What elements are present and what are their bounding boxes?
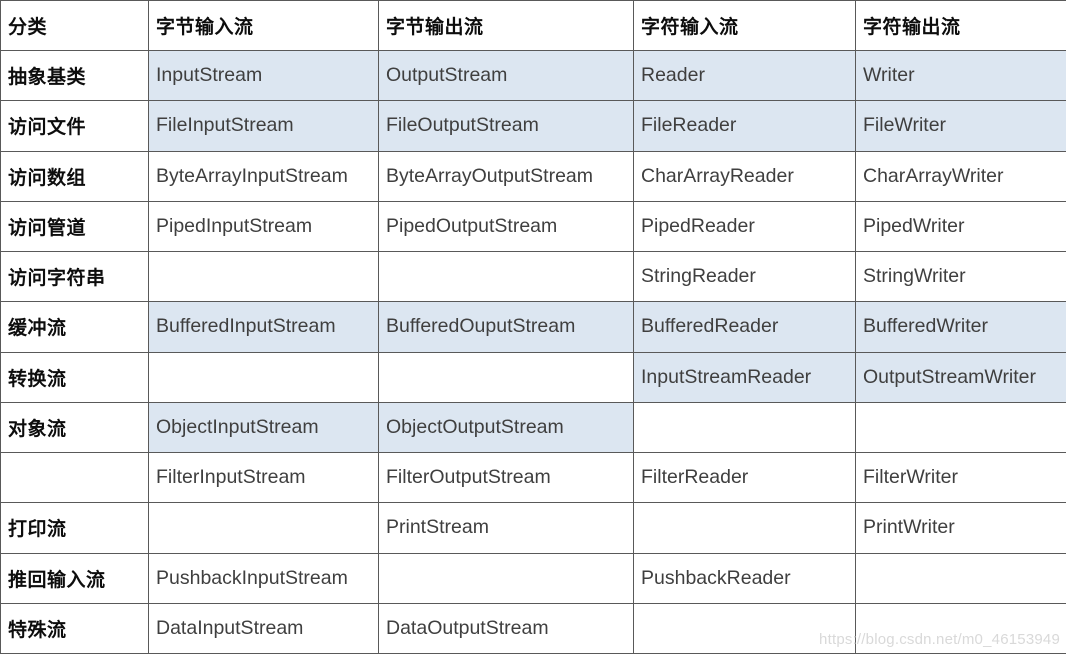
table-header: 分类 字节输入流 字节输出流 字符输入流 字符输出流 bbox=[0, 0, 1066, 51]
table-cell: FileInputStream bbox=[148, 100, 379, 152]
table-cell: ObjectOutputStream bbox=[378, 401, 634, 454]
table-cell: ObjectInputStream bbox=[148, 401, 379, 454]
row-category-cell: 转换流 bbox=[0, 351, 149, 403]
table-cell: FileWriter bbox=[855, 100, 1066, 152]
row-category-cell: 访问管道 bbox=[0, 200, 149, 253]
row-category-cell: 打印流 bbox=[0, 502, 149, 554]
table-cell: FilterInputStream bbox=[148, 451, 379, 504]
column-header-byte-output: 字节输出流 bbox=[378, 0, 634, 51]
table-cell: ByteArrayOutputStream bbox=[378, 150, 634, 202]
table-cell bbox=[855, 552, 1066, 604]
table-cell: Reader bbox=[633, 49, 856, 102]
table-cell: OutputStream bbox=[378, 49, 634, 102]
table-cell: OutputStreamWriter bbox=[855, 351, 1066, 403]
row-category-cell: 访问文件 bbox=[0, 100, 149, 152]
table-cell: CharArrayWriter bbox=[855, 150, 1066, 202]
table-cell: PipedOutputStream bbox=[378, 200, 634, 253]
table-cell: BufferedWriter bbox=[855, 301, 1066, 353]
row-category-cell bbox=[0, 451, 149, 504]
row-category-cell: 抽象基类 bbox=[0, 49, 149, 102]
table-cell bbox=[633, 401, 856, 454]
table-cell: PipedReader bbox=[633, 200, 856, 253]
table-cell: Writer bbox=[855, 49, 1066, 102]
table-cell: DataOutputStream bbox=[378, 602, 634, 654]
table-cell bbox=[148, 351, 379, 403]
table-cell: InputStream bbox=[148, 49, 379, 102]
table-cell: CharArrayReader bbox=[633, 150, 856, 202]
table-cell: InputStreamReader bbox=[633, 351, 856, 403]
table-cell: PrintWriter bbox=[855, 502, 1066, 554]
table-cell: PrintStream bbox=[378, 502, 634, 554]
table-cell bbox=[633, 602, 856, 654]
table-cell: StringReader bbox=[633, 250, 856, 303]
table-cell: ByteArrayInputStream bbox=[148, 150, 379, 202]
row-category-cell: 特殊流 bbox=[0, 602, 149, 654]
row-category-cell: 推回输入流 bbox=[0, 552, 149, 604]
table-cell: BufferedReader bbox=[633, 301, 856, 353]
row-category-cell: 访问字符串 bbox=[0, 250, 149, 303]
table-cell: FileReader bbox=[633, 100, 856, 152]
table-cell bbox=[378, 552, 634, 604]
column-header-char-input: 字符输入流 bbox=[633, 0, 856, 51]
table-cell bbox=[855, 401, 1066, 454]
table-cell: FilterOutputStream bbox=[378, 451, 634, 504]
table-header-row: 分类 字节输入流 字节输出流 字符输入流 字符输出流 bbox=[0, 0, 1066, 51]
table-cell bbox=[378, 351, 634, 403]
table-cell: BufferedInputStream bbox=[148, 301, 379, 353]
table-row: 打印流 PrintStream PrintWriter bbox=[0, 502, 1066, 554]
table-cell: PushbackReader bbox=[633, 552, 856, 604]
row-category-cell: 缓冲流 bbox=[0, 301, 149, 353]
table-cell bbox=[633, 502, 856, 554]
table-cell bbox=[378, 250, 634, 303]
table-cell: StringWriter bbox=[855, 250, 1066, 303]
table-cell: PipedInputStream bbox=[148, 200, 379, 253]
row-category-cell: 访问数组 bbox=[0, 150, 149, 202]
column-header-char-output: 字符输出流 bbox=[855, 0, 1066, 51]
table-cell: FileOutputStream bbox=[378, 100, 634, 152]
table-cell: PipedWriter bbox=[855, 200, 1066, 253]
table-cell: FilterReader bbox=[633, 451, 856, 504]
table-cell bbox=[148, 250, 379, 303]
table-cell: PushbackInputStream bbox=[148, 552, 379, 604]
table-cell bbox=[855, 602, 1066, 654]
row-category-cell: 对象流 bbox=[0, 401, 149, 454]
table-cell: DataInputStream bbox=[148, 602, 379, 654]
table-cell: FilterWriter bbox=[855, 451, 1066, 504]
table-cell: BufferedOuputStream bbox=[378, 301, 634, 353]
column-header-category: 分类 bbox=[0, 0, 149, 51]
table-cell bbox=[148, 502, 379, 554]
column-header-byte-input: 字节输入流 bbox=[148, 0, 379, 51]
